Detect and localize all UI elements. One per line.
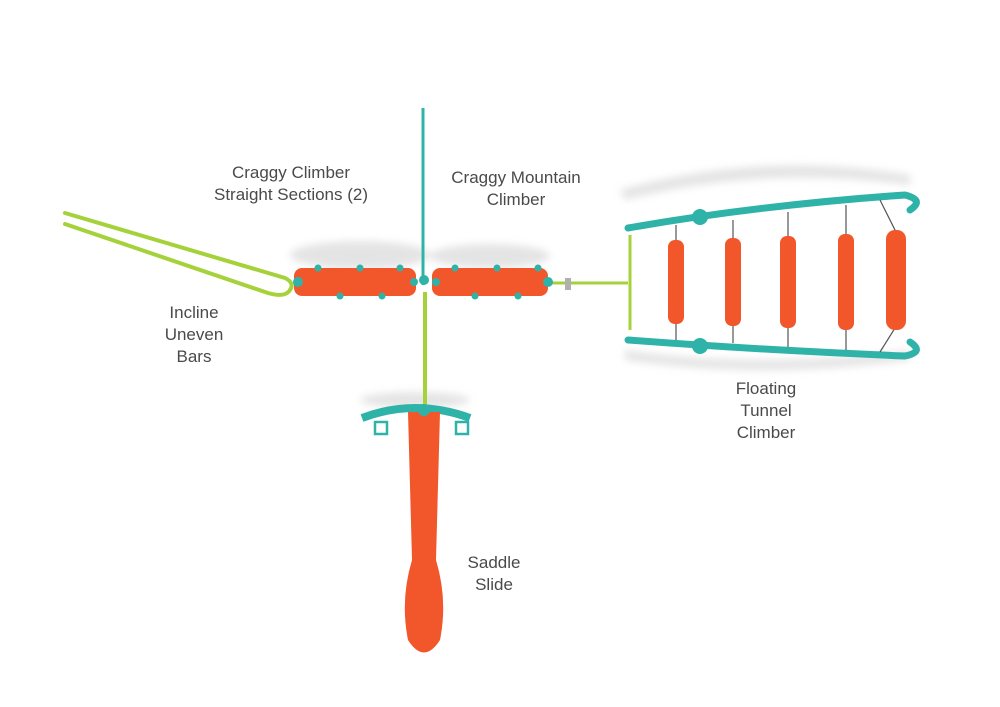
label-line: Climber — [486, 190, 546, 209]
label-saddle-slide: Saddle Slide — [468, 552, 521, 596]
label-line: Climber — [736, 423, 796, 442]
label-line: Floating — [735, 379, 797, 398]
clamp — [565, 278, 571, 290]
label-line: Slide — [475, 575, 513, 594]
label-line: Craggy Climber — [231, 163, 351, 182]
label-line: Straight Sections (2) — [213, 185, 369, 204]
hub-connector — [419, 275, 429, 285]
craggy-climber-straight-sections — [293, 264, 418, 300]
saddle-slide — [360, 404, 472, 653]
label-line: Incline — [169, 303, 219, 322]
incline-uneven-bars — [63, 211, 294, 297]
label-line: Uneven — [164, 325, 224, 344]
shadows — [290, 165, 910, 408]
label-tunnel-climber: Floating Tunnel Climber — [736, 378, 796, 444]
label-line: Craggy Mountain — [451, 168, 581, 187]
floating-tunnel-climber — [624, 191, 920, 360]
label-incline-bars: Incline Uneven Bars — [165, 302, 224, 368]
craggy-mountain-climber — [432, 264, 553, 300]
label-line: Bars — [176, 347, 212, 366]
label-line: Tunnel — [740, 401, 792, 420]
label-craggy-mountain: Craggy Mountain Climber — [451, 167, 580, 211]
label-line: Saddle — [467, 553, 521, 572]
label-craggy-climber: Craggy Climber Straight Sections (2) — [214, 162, 368, 206]
